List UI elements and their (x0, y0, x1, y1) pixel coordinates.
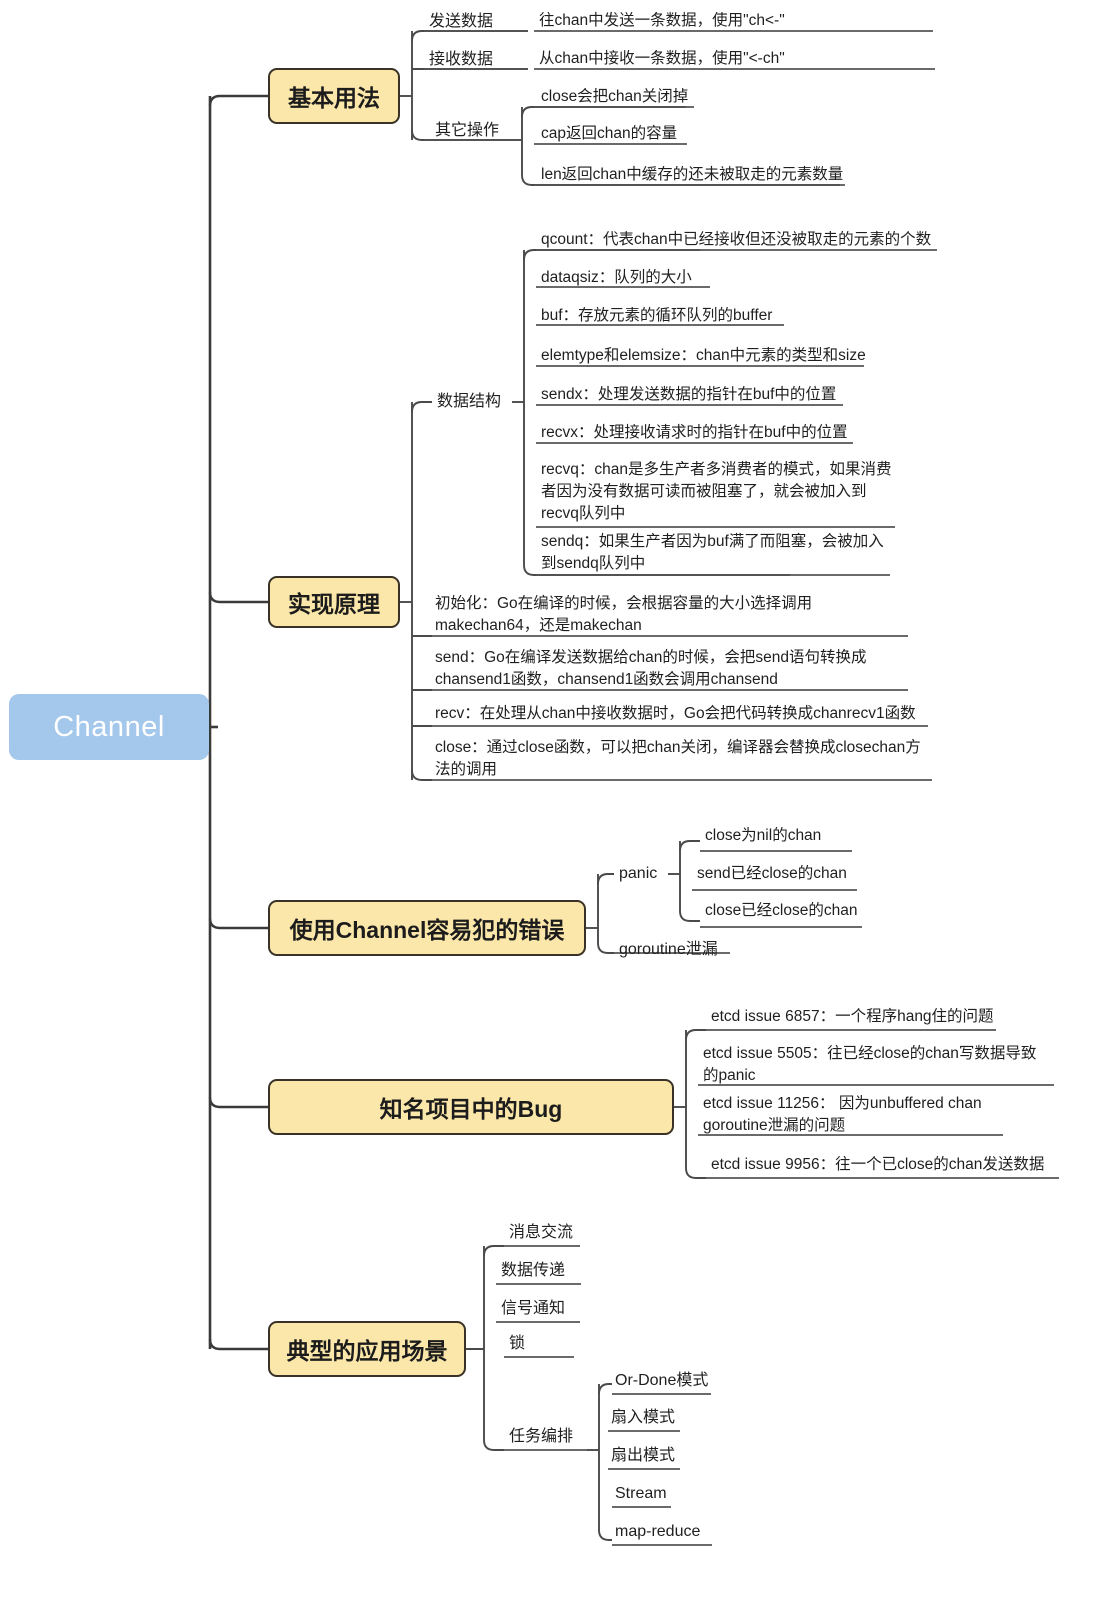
leaf-principle-close[interactable]: close：通过close函数，可以把chan关闭，编译器会替换成closech… (435, 739, 921, 778)
leaf-ds-recvx[interactable]: recvx：处理接收请求时的指针在buf中的位置 (541, 424, 848, 441)
leaf-scenario-orchestration[interactable]: 任务编排 (509, 1428, 574, 1445)
leaf-data-structure[interactable]: 数据结构 (437, 393, 502, 410)
leaf-ds-elemtype[interactable]: elemtype和elemsize：chan中元素的类型和size (541, 347, 866, 364)
branch-node-basic-usage[interactable]: 基本用法 (268, 68, 400, 124)
branch-node-scenarios[interactable]: 典型的应用场景 (268, 1321, 466, 1377)
leaf-goroutine-leak[interactable]: goroutine泄漏 (619, 941, 718, 958)
leaf-other-op-close[interactable]: close会把chan关闭掉 (541, 88, 689, 105)
branch-node-implementation[interactable]: 实现原理 (268, 576, 400, 628)
leaf-scenario-message[interactable]: 消息交流 (509, 1224, 574, 1241)
leaf-scenario-data-transfer[interactable]: 数据传递 (501, 1262, 566, 1279)
leaf-panic-close-closed[interactable]: close已经close的chan (705, 902, 858, 919)
leaf-ds-sendq[interactable]: sendq：如果生产者因为buf满了而阻塞，会被加入 到sendq队列中 (541, 533, 884, 572)
leaf-orch-stream[interactable]: Stream (615, 1485, 667, 1502)
leaf-orch-or-done[interactable]: Or-Done模式 (615, 1372, 709, 1389)
leaf-principle-recv[interactable]: recv：在处理从chan中接收数据时，Go会把代码转换成chanrecv1函数 (435, 705, 916, 722)
leaf-orch-fan-in[interactable]: 扇入模式 (611, 1409, 676, 1426)
branch-node-mistakes[interactable]: 使用Channel容易犯的错误 (268, 900, 586, 956)
leaf-bug-11256[interactable]: etcd issue 11256： 因为unbuffered chan goro… (703, 1095, 982, 1134)
leaf-panic-send-closed[interactable]: send已经close的chan (697, 865, 847, 882)
leaf-panic[interactable]: panic (619, 865, 658, 882)
root-node[interactable]: Channel (9, 694, 209, 760)
leaf-panic-close-nil[interactable]: close为nil的chan (705, 827, 822, 844)
leaf-other-ops[interactable]: 其它操作 (435, 122, 500, 139)
leaf-receive-data-detail[interactable]: 从chan中接收一条数据，使用"<-ch" (539, 50, 785, 67)
leaf-bug-9956[interactable]: etcd issue 9956：往一个已close的chan发送数据 (711, 1156, 1045, 1173)
leaf-other-op-len[interactable]: len返回chan中缓存的还未被取走的元素数量 (541, 166, 844, 183)
leaf-send-data[interactable]: 发送数据 (429, 13, 494, 30)
leaf-ds-buf[interactable]: buf：存放元素的循环队列的buffer (541, 307, 773, 324)
leaf-principle-init[interactable]: 初始化：Go在编译的时候，会根据容量的大小选择调用 makechan64，还是m… (435, 595, 813, 634)
leaf-ds-recvq[interactable]: recvq：chan是多生产者多消费者的模式，如果消费 者因为没有数据可读而被阻… (541, 461, 892, 522)
leaf-ds-qcount[interactable]: qcount：代表chan中已经接收但还没被取走的元素的个数 (541, 231, 932, 248)
leaf-ds-dataqsiz[interactable]: dataqsiz：队列的大小 (541, 269, 692, 286)
leaf-scenario-signal[interactable]: 信号通知 (501, 1300, 566, 1317)
leaf-bug-5505[interactable]: etcd issue 5505：往已经close的chan写数据导致 的pani… (703, 1045, 1037, 1084)
leaf-orch-map-reduce[interactable]: map-reduce (615, 1523, 701, 1540)
leaf-ds-sendx[interactable]: sendx：处理发送数据的指针在buf中的位置 (541, 386, 837, 403)
leaf-bug-6857[interactable]: etcd issue 6857：一个程序hang住的问题 (711, 1008, 994, 1025)
leaf-receive-data[interactable]: 接收数据 (429, 51, 494, 68)
leaf-principle-send[interactable]: send：Go在编译发送数据给chan的时候，会把send语句转换成 chans… (435, 649, 867, 688)
leaf-send-data-detail[interactable]: 往chan中发送一条数据，使用"ch<-" (539, 12, 785, 29)
branch-node-known-bugs[interactable]: 知名项目中的Bug (268, 1079, 674, 1135)
leaf-orch-fan-out[interactable]: 扇出模式 (611, 1447, 676, 1464)
leaf-other-op-cap[interactable]: cap返回chan的容量 (541, 125, 678, 142)
leaf-scenario-lock[interactable]: 锁 (509, 1335, 526, 1352)
